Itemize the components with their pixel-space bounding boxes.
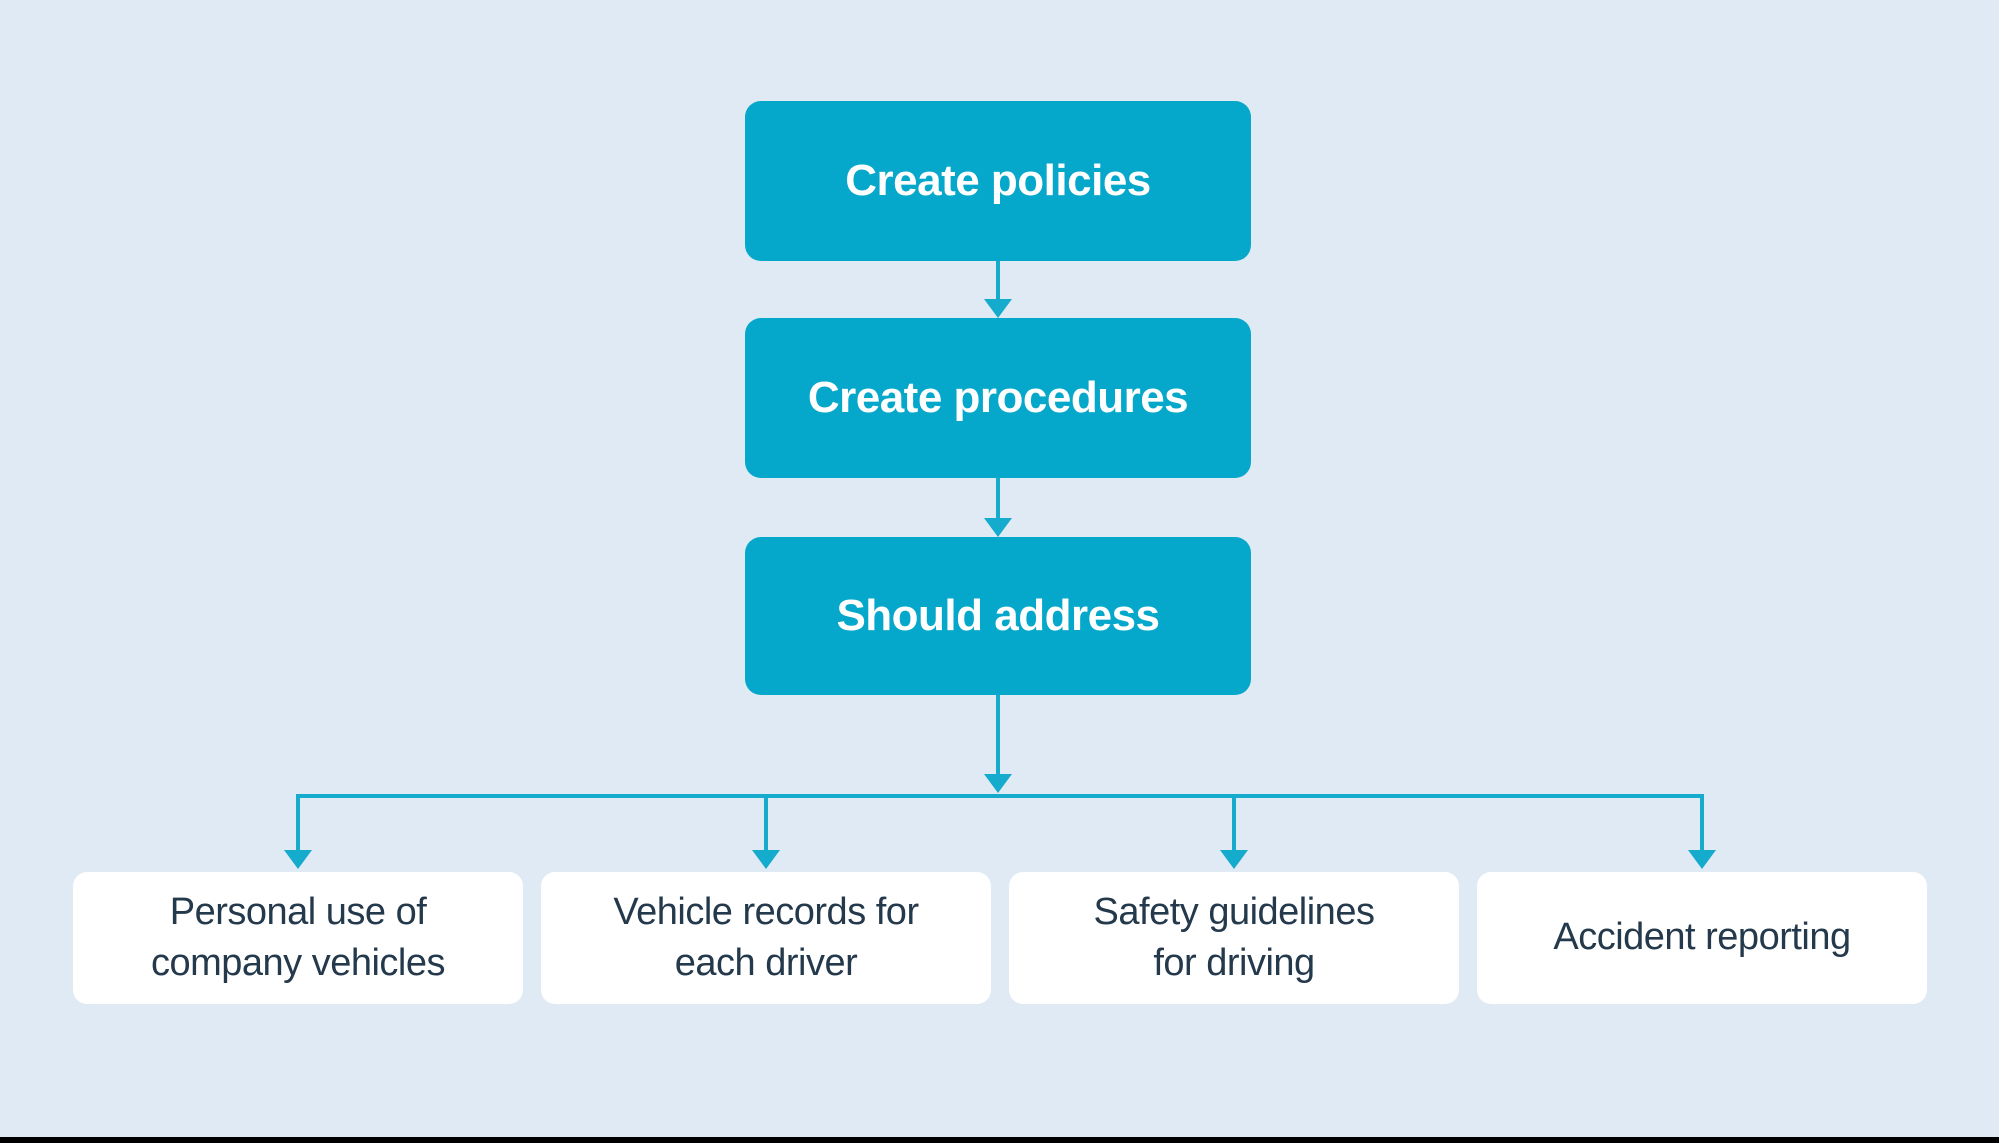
- flow-node-label-line: for driving: [1153, 942, 1315, 984]
- connector-stem: [296, 794, 300, 852]
- flow-node-personal-use: Personal use of company vehicles: [73, 872, 523, 1004]
- branch-line: [296, 794, 1702, 798]
- flow-node-label-line: Accident reporting: [1553, 916, 1851, 959]
- connector-stem: [996, 695, 1000, 777]
- connector-stem: [996, 261, 1000, 302]
- flow-node-label-line: company vehicles: [150, 942, 446, 984]
- connector-stem: [1232, 794, 1236, 852]
- flow-node-label-line: Vehicle records for: [613, 890, 919, 933]
- flow-node-label: Should address: [836, 591, 1160, 640]
- flow-node-label-line: each driver: [674, 942, 858, 984]
- connector-stem: [996, 478, 1000, 519]
- flow-node-create-policies: Create policies: [745, 101, 1251, 261]
- flow-node-should-address: Should address: [745, 537, 1251, 695]
- arrow-down-icon: [984, 774, 1012, 793]
- flow-node-label-line: Personal use of: [169, 890, 427, 933]
- flow-node-label: Create procedures: [807, 373, 1189, 422]
- arrow-down-icon: [284, 850, 312, 869]
- arrow-down-icon: [1688, 850, 1716, 869]
- arrow-down-icon: [1220, 850, 1248, 869]
- bottom-divider: [0, 1137, 1999, 1143]
- arrow-down-icon: [752, 850, 780, 869]
- connector-stem: [1700, 794, 1704, 852]
- flow-node-vehicle-records: Vehicle records for each driver: [541, 872, 991, 1004]
- flow-node-safety-guidelines: Safety guidelines for driving: [1009, 872, 1459, 1004]
- connector-stem: [764, 794, 768, 852]
- flow-node-accident-reporting: Accident reporting: [1477, 872, 1927, 1004]
- arrow-down-icon: [984, 518, 1012, 537]
- arrow-down-icon: [984, 299, 1012, 318]
- flow-node-label-line: Safety guidelines: [1093, 890, 1375, 933]
- flow-node-create-procedures: Create procedures: [745, 318, 1251, 478]
- flow-node-label: Create policies: [845, 156, 1151, 205]
